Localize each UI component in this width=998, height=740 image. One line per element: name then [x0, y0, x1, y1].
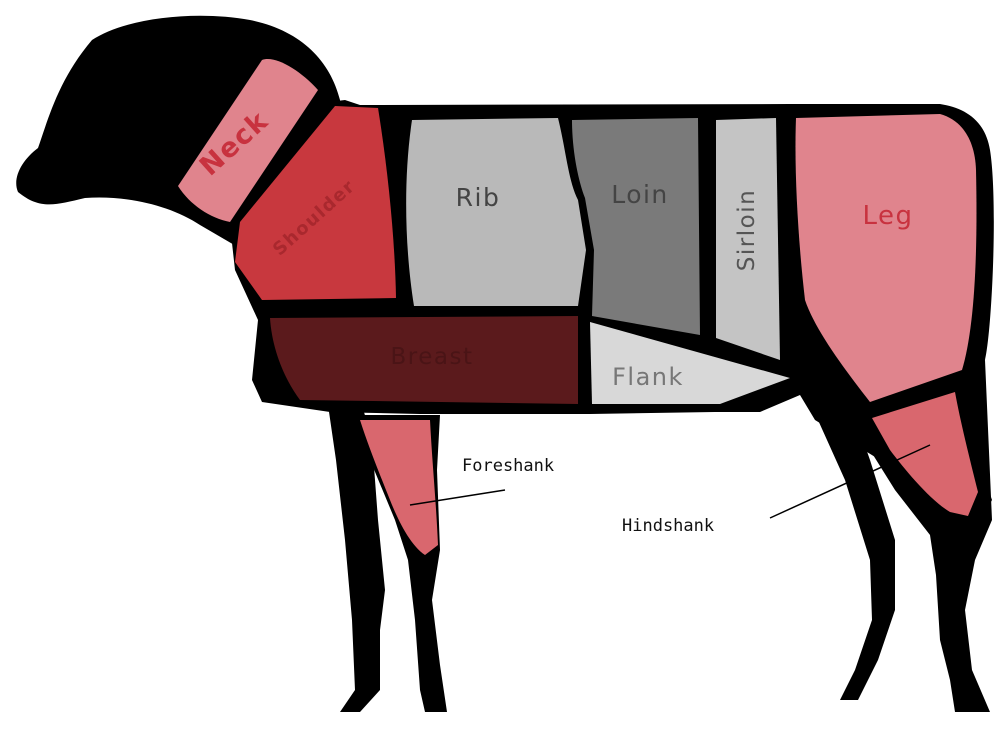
cut-breast[interactable]: Breast — [270, 316, 578, 404]
sirloin-label: Sirloin — [734, 189, 760, 271]
leg-label: Leg — [862, 201, 913, 231]
rib-region — [406, 118, 586, 306]
loin-label: Loin — [611, 180, 669, 209]
hindshank-label: Hindshank — [622, 516, 714, 536]
cut-sirloin[interactable]: Sirloin — [716, 118, 780, 360]
flank-label: Flank — [612, 363, 684, 391]
rib-label: Rib — [456, 183, 501, 212]
breast-label: Breast — [391, 344, 474, 370]
cut-rib[interactable]: Rib — [406, 118, 586, 306]
foreshank-label: Foreshank — [462, 456, 554, 476]
